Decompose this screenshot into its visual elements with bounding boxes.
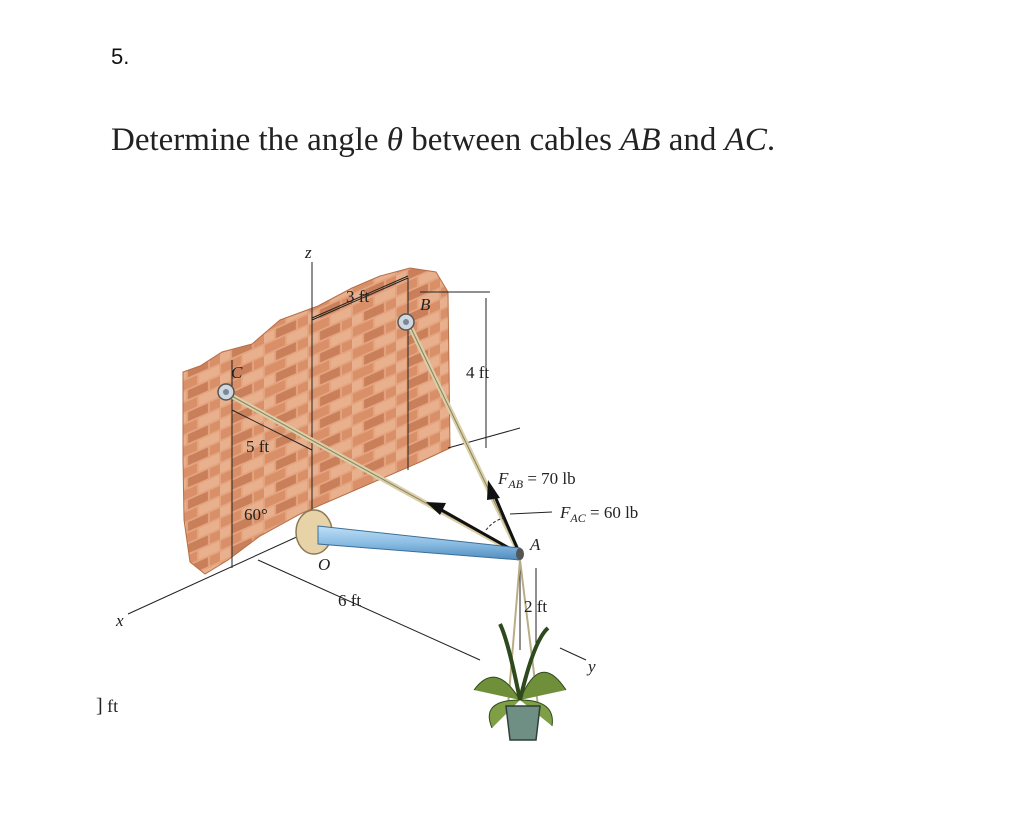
cable-ab-label: AB — [620, 122, 661, 158]
angle-60-label: 60° — [244, 505, 268, 524]
point-a-label: A — [529, 535, 541, 554]
dim-4ft-label: 4 ft — [466, 363, 489, 382]
origin-label: O — [318, 555, 330, 574]
cable-ac-label: AC — [724, 122, 767, 158]
prompt-end: . — [766, 122, 776, 158]
x-axis-label: x — [115, 611, 124, 630]
pole-ao — [295, 509, 524, 561]
force-arrow-ac — [426, 502, 517, 554]
problem-statement: Determine the angle θ between cables AB … — [111, 122, 775, 159]
brick-wall — [182, 267, 451, 575]
prompt-mid: between cables — [403, 122, 621, 158]
prompt-and: and — [660, 122, 725, 158]
force-ac-label: FAC = 60 lb — [559, 503, 638, 525]
point-b-label: B — [420, 295, 431, 314]
hanging-plant — [473, 559, 567, 741]
problem-number: 5. — [111, 44, 130, 69]
dim-5ft-label: 5 ft — [246, 437, 269, 456]
prompt-start: Determine the angle — [111, 122, 387, 158]
y-axis-label: y — [586, 657, 596, 676]
theta-symbol: θ — [386, 122, 404, 158]
anchor-c — [217, 383, 235, 401]
dim-6ft-label: 6 ft — [338, 591, 361, 610]
point-c-label: C — [231, 363, 243, 382]
force-ab-label: FAB = 70 lb — [497, 469, 576, 491]
stray-ft-text: ft — [102, 696, 119, 716]
z-axis-label: z — [304, 243, 312, 262]
theta-arc — [485, 517, 505, 531]
dim-3ft-label: 3 ft — [346, 287, 369, 306]
stray-fragment: ] ft — [96, 695, 118, 718]
force-arrow-ab — [487, 480, 520, 551]
stray-mark: ] — [96, 695, 103, 717]
anchor-b — [397, 313, 415, 331]
dim-2ft-label: 2 ft — [524, 597, 547, 616]
